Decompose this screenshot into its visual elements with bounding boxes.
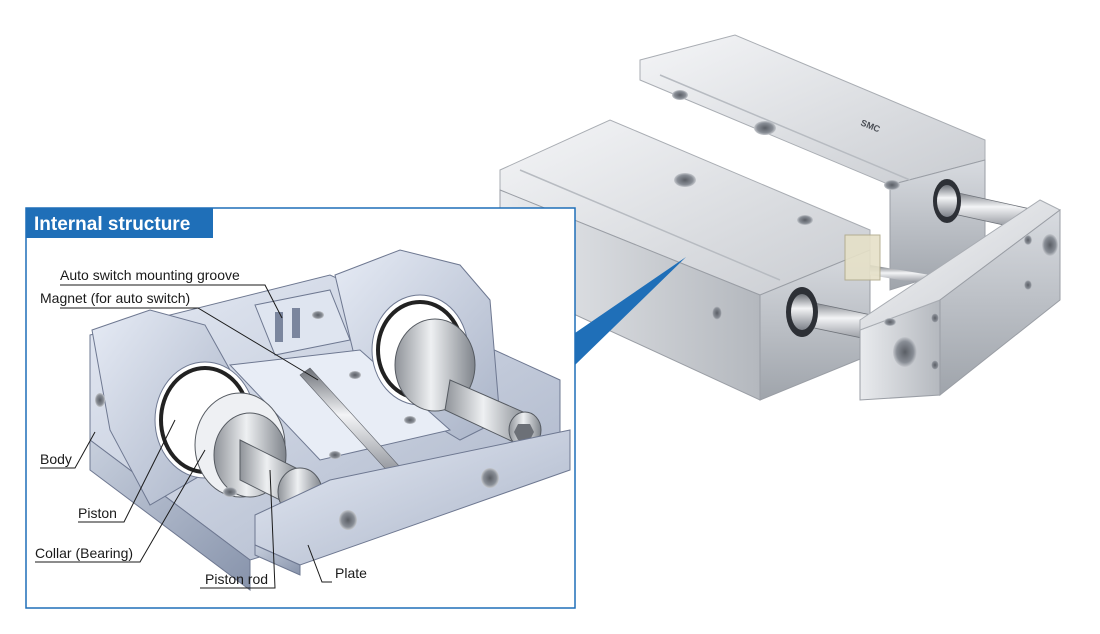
- label-auto-switch-groove: Auto switch mounting groove: [60, 267, 240, 283]
- cutaway-assembly: [89, 249, 571, 591]
- zoom-pointer: [575, 257, 686, 365]
- panel-title: Internal structure: [34, 214, 190, 235]
- top-port-hole: [884, 180, 900, 190]
- plate-hole: [1042, 234, 1058, 256]
- label-plate: Plate: [335, 565, 367, 581]
- plate-hole: [1024, 235, 1032, 245]
- label-magnet: Magnet (for auto switch): [40, 290, 190, 306]
- leader-collar: [35, 449, 206, 563]
- top-port-hole: [674, 173, 696, 187]
- label-collar: Collar (Bearing): [35, 545, 133, 561]
- leader-lines: [35, 284, 332, 589]
- panel-title-bar: [26, 208, 213, 238]
- leader-auto-switch-groove: [60, 284, 283, 319]
- auto-switch: [844, 234, 881, 281]
- label-piston-rod: Piston rod: [205, 571, 268, 587]
- top-port-hole: [797, 215, 813, 225]
- top-port-hole: [672, 90, 688, 100]
- leader-body: [40, 431, 96, 469]
- leader-magnet: [60, 307, 319, 381]
- label-piston: Piston: [78, 505, 117, 521]
- plate-hole: [884, 318, 896, 326]
- leader-piston: [78, 419, 176, 523]
- leader-plate: [307, 544, 332, 583]
- plate-hole: [1024, 280, 1032, 290]
- top-port-hole: [754, 121, 776, 135]
- cylinder-product: SMC: [499, 34, 1061, 401]
- end-plate-side: [939, 209, 1061, 397]
- plate-hole: [893, 337, 917, 367]
- label-body: Body: [40, 451, 72, 467]
- side-port-hole: [712, 306, 722, 320]
- plate-hole: [931, 313, 939, 323]
- plate-hole: [931, 360, 939, 370]
- leader-piston-rod: [200, 469, 276, 589]
